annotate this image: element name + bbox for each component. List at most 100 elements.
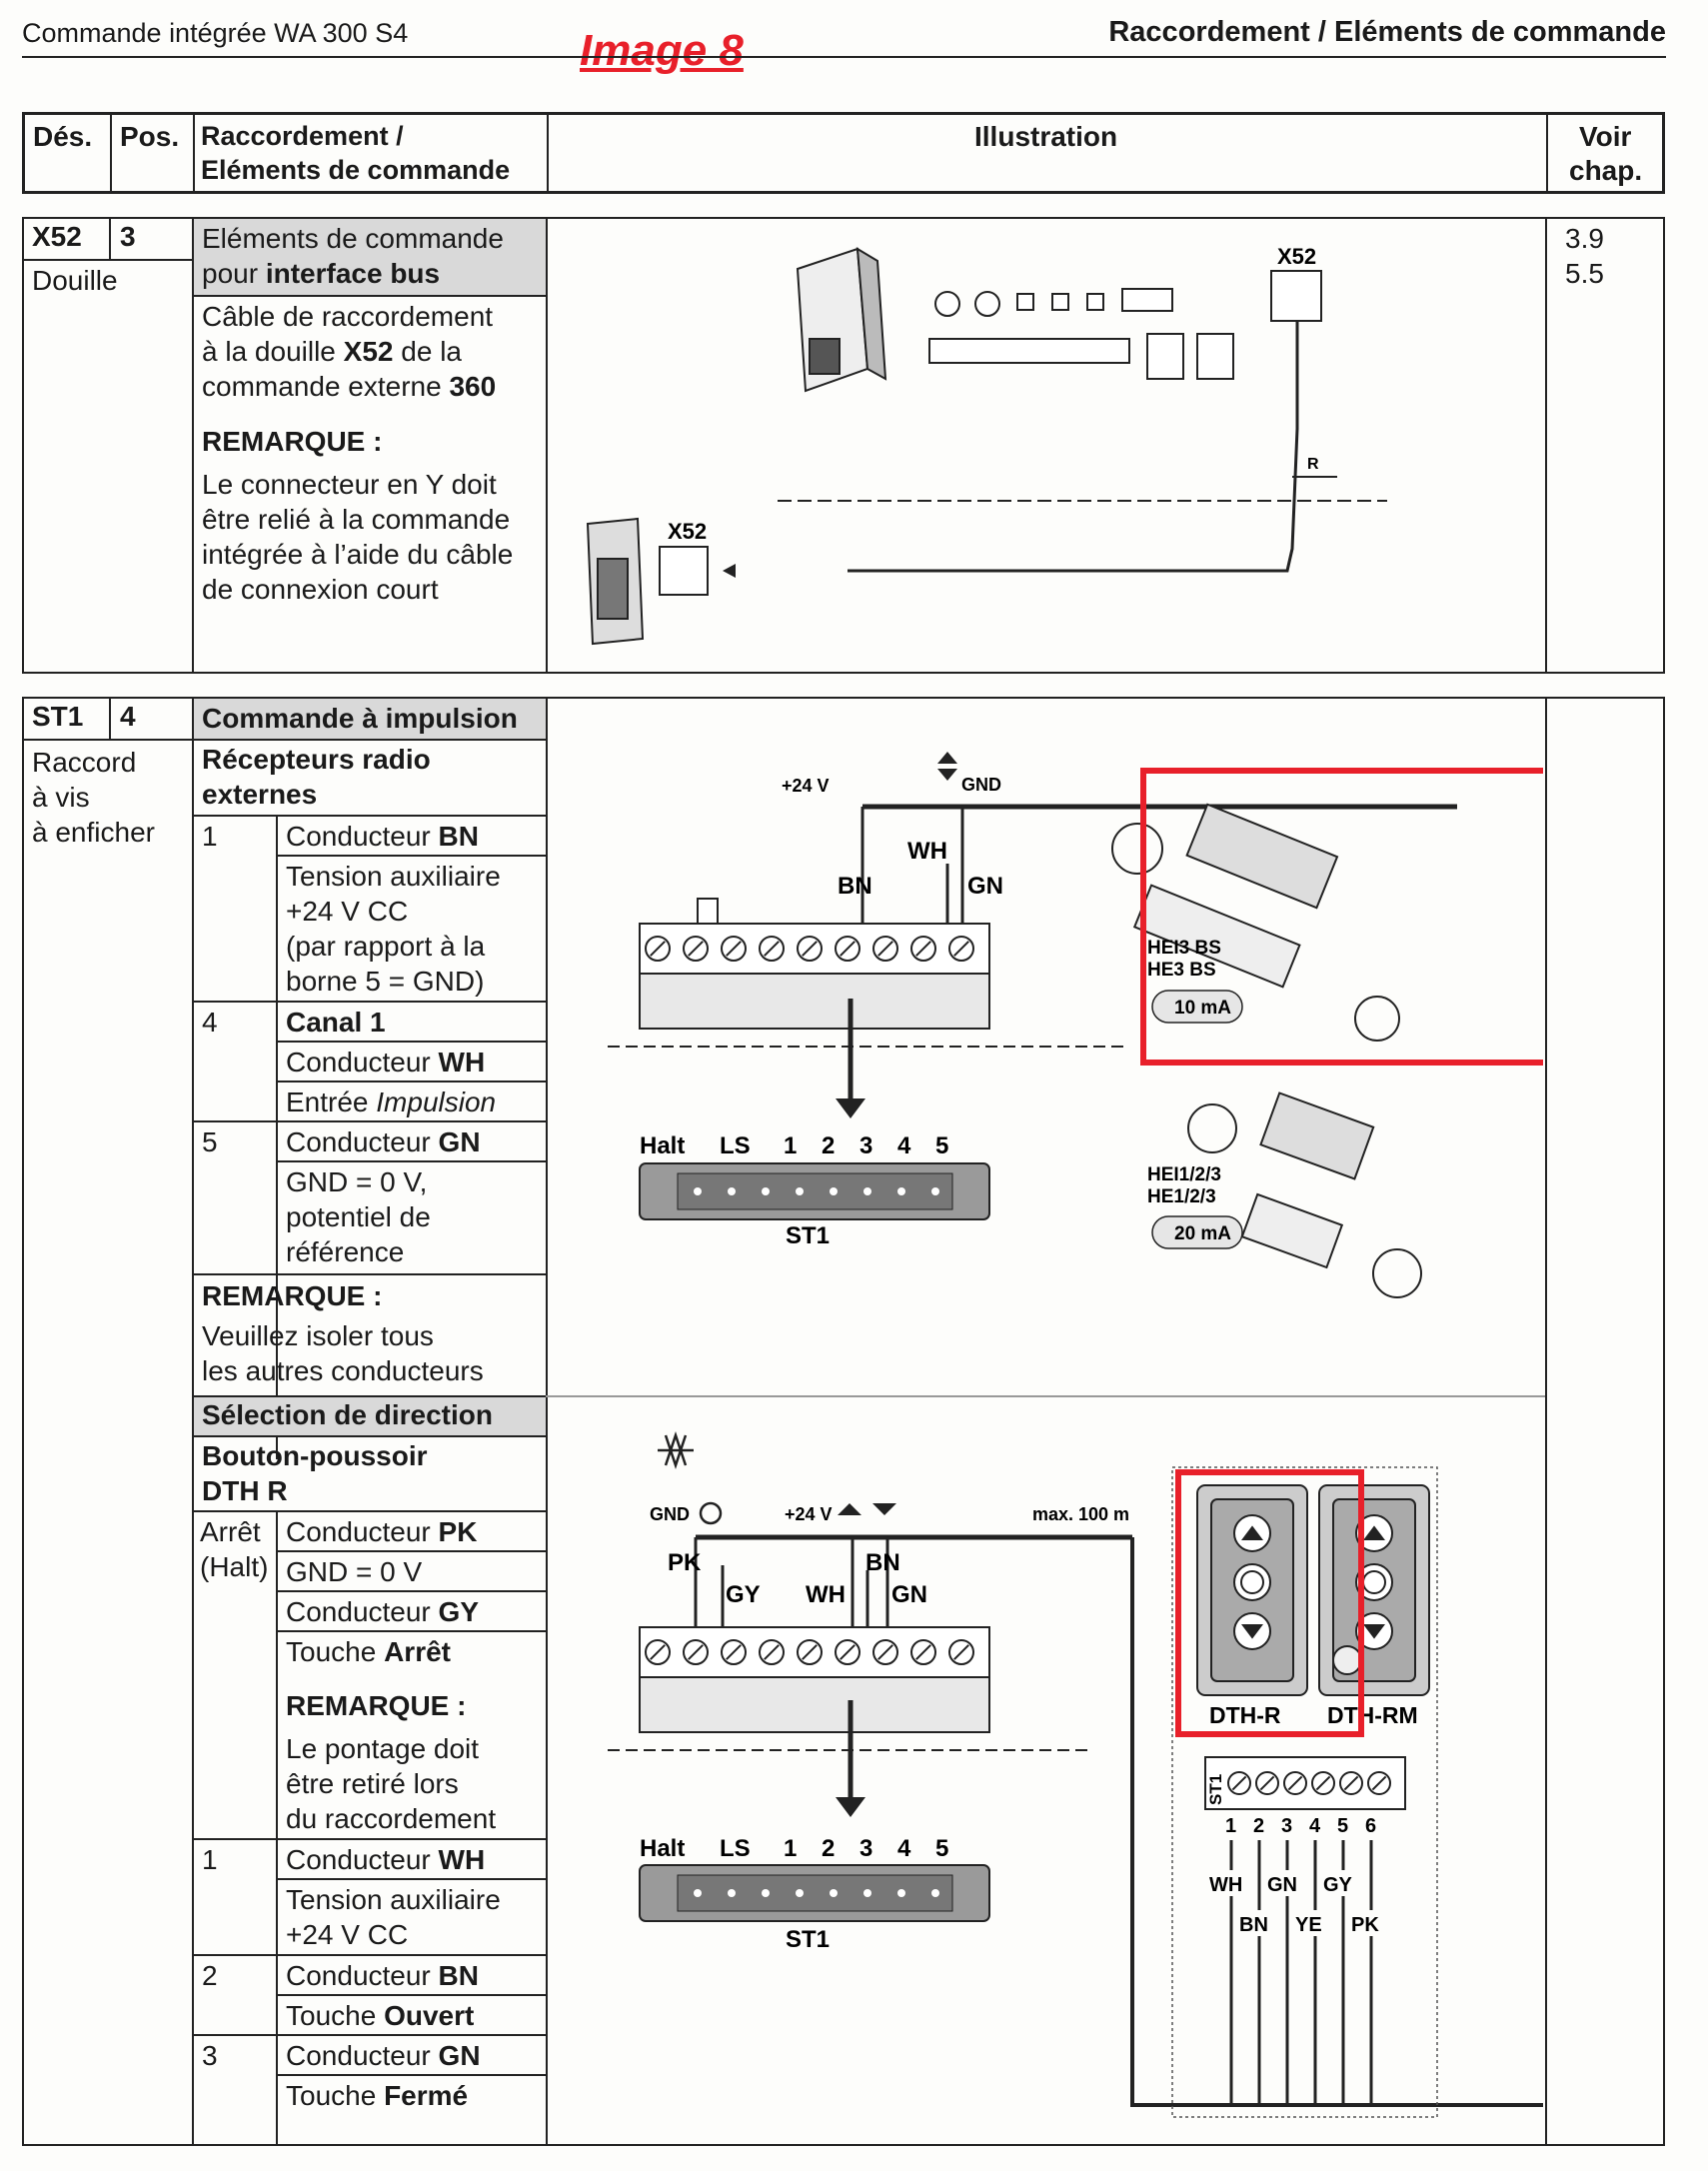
screw-slot (802, 941, 818, 957)
fig1-wh: WH (907, 838, 947, 865)
screw-slot (688, 941, 704, 957)
fig2-n5: 5 (935, 1835, 948, 1862)
x52-desc-3: commande externe 360 (202, 371, 497, 402)
st1-sec1-sub-1: Récepteurs radio (202, 744, 431, 775)
st1-q3: 3 (202, 2040, 218, 2071)
receiver-hei3 (1111, 803, 1400, 1042)
x52-note-4: de connexion court (202, 574, 439, 605)
screw-slot (953, 941, 969, 957)
fig1-ls: LS (720, 1132, 751, 1159)
st1-des: ST1 (32, 701, 84, 732)
fig2-t1: 1 (1225, 1815, 1236, 1837)
screw-slot (650, 1644, 666, 1660)
fig2-w-gn: GN (1267, 1874, 1297, 1896)
st1-q2-conductor: Conducteur BN (286, 1960, 479, 1991)
st1-note2-3: du raccordement (286, 1803, 497, 1834)
fig2-max: max. 100 m (1032, 1504, 1129, 1524)
fig2-t6: 6 (1365, 1815, 1376, 1837)
fig1-hei1-1: HEI1/2/3 (1147, 1164, 1221, 1185)
fig1-bn: BN (838, 873, 872, 900)
fig2-st1-small: ST1 (1206, 1774, 1225, 1805)
st1-touche-arret: Touche Arrêt (286, 1636, 451, 1667)
impulse-wiring-diagram: +24 V GND BN WH GN Halt LS 1 2 3 4 5 ST1 (608, 752, 1543, 1298)
fig2-n1: 1 (784, 1835, 797, 1862)
screw-slot (688, 1644, 704, 1660)
x52-note-title: REMARQUE : (202, 426, 383, 457)
plug-pin (694, 1187, 702, 1195)
fig2-gy: GY (726, 1581, 761, 1608)
fig-x52-top-label: X52 (1277, 244, 1316, 269)
x52-desc-1: Câble de raccordement (202, 301, 494, 332)
screw-slot (1259, 1775, 1275, 1791)
fig2-halt: Halt (640, 1835, 685, 1862)
screw-slot (840, 1644, 855, 1660)
fig1-pins (694, 1187, 939, 1195)
st1-p4-title: Canal 1 (286, 1007, 386, 1038)
fig2-bn: BN (865, 1549, 900, 1576)
screw-slot (915, 1644, 931, 1660)
fig1-st1: ST1 (786, 1222, 830, 1249)
document-title: Commande intégrée WA 300 S4 (22, 18, 409, 48)
fig1-20ma: 20 mA (1174, 1223, 1231, 1244)
st1-p4-conductor: Conducteur WH (286, 1047, 486, 1078)
st1-arret-1: Arrêt (200, 1516, 261, 1547)
fig2-n2: 2 (822, 1835, 835, 1862)
direction-wiring-diagram: GND +24 V max. 100 m PK GY BN WH GN Halt… (608, 1431, 1543, 2118)
st1-note1-1: Veuillez isoler tous (202, 1320, 434, 1351)
fig2-t2: 2 (1253, 1815, 1264, 1837)
x52-socket-bottom (659, 546, 709, 596)
screw-slot (915, 941, 931, 957)
col-raccordement-1: Raccordement / (201, 121, 404, 151)
st1-p5: 5 (202, 1126, 218, 1157)
screw-slot (1315, 1775, 1331, 1791)
x52-desc-2: à la douille X52 de la (202, 336, 462, 367)
st1-q1-d2: +24 V CC (286, 1919, 409, 1950)
x52-voir-2: 5.5 (1565, 258, 1604, 289)
fig1-terminal-block (639, 898, 990, 1030)
fig2-ls: LS (720, 1835, 751, 1862)
plug-pin (830, 1187, 838, 1195)
st1-note1-2: les autres conducteurs (202, 1355, 484, 1386)
fig2-small-screws (1227, 1771, 1391, 1795)
fig2-arrow-down (836, 1797, 865, 1817)
fig1-hei1-2: HE1/2/3 (1147, 1186, 1216, 1207)
fig1-hei3-2: HE3 BS (1147, 960, 1216, 981)
fig2-w-bn: BN (1239, 1914, 1268, 1936)
fig2-dthrm: DTH-RM (1327, 1702, 1418, 1728)
fig1-n2: 2 (822, 1132, 835, 1159)
fig1-n3: 3 (859, 1132, 872, 1159)
st1-p1-d1: Tension auxiliaire (286, 861, 501, 892)
x52-note-3: intégrée à l’aide du câble (202, 539, 514, 570)
screw-slot (1231, 1775, 1247, 1791)
screw-slot (877, 941, 893, 957)
screw-slot (1287, 1775, 1303, 1791)
st1-sec2-title: Sélection de direction (202, 1399, 493, 1430)
st1-sec2-sub-2: DTH R (202, 1475, 288, 1506)
plug-pin (830, 1889, 838, 1897)
st1-p1: 1 (202, 821, 218, 852)
st1-pk-conductor: Conducteur PK (286, 1516, 478, 1547)
integrated-control-unit (586, 517, 645, 646)
col-des: Dés. (33, 121, 93, 152)
st1-note2-1: Le pontage doit (286, 1733, 480, 1764)
fig2-screws (645, 1639, 974, 1665)
st1-p1-d2: +24 V CC (286, 896, 409, 927)
x52-voir-1: 3.9 (1565, 223, 1604, 254)
fig1-n4: 4 (897, 1132, 911, 1159)
controller-board (928, 288, 1234, 380)
plug-pin (762, 1187, 770, 1195)
highlight-hei3 (1140, 768, 1543, 1066)
st1-note1-title: REMARQUE : (202, 1280, 383, 1311)
st1-p1-d4: borne 5 = GND) (286, 966, 485, 997)
x52-type: Douille (32, 265, 118, 296)
x52-title-2: pour interface bus (202, 258, 441, 289)
col-voir-2: chap. (1569, 155, 1643, 186)
plug-pin (796, 1889, 804, 1897)
st1-sec1-title: Commande à impulsion (202, 703, 518, 734)
x52-pos: 3 (120, 221, 136, 252)
section-title: Raccordement / Eléments de commande (1108, 16, 1666, 48)
st1-note2-2: être retiré lors (286, 1768, 459, 1799)
fig-r-label: R (1307, 456, 1319, 473)
fig1-n1: 1 (784, 1132, 797, 1159)
fig1-10ma: 10 mA (1174, 998, 1231, 1019)
